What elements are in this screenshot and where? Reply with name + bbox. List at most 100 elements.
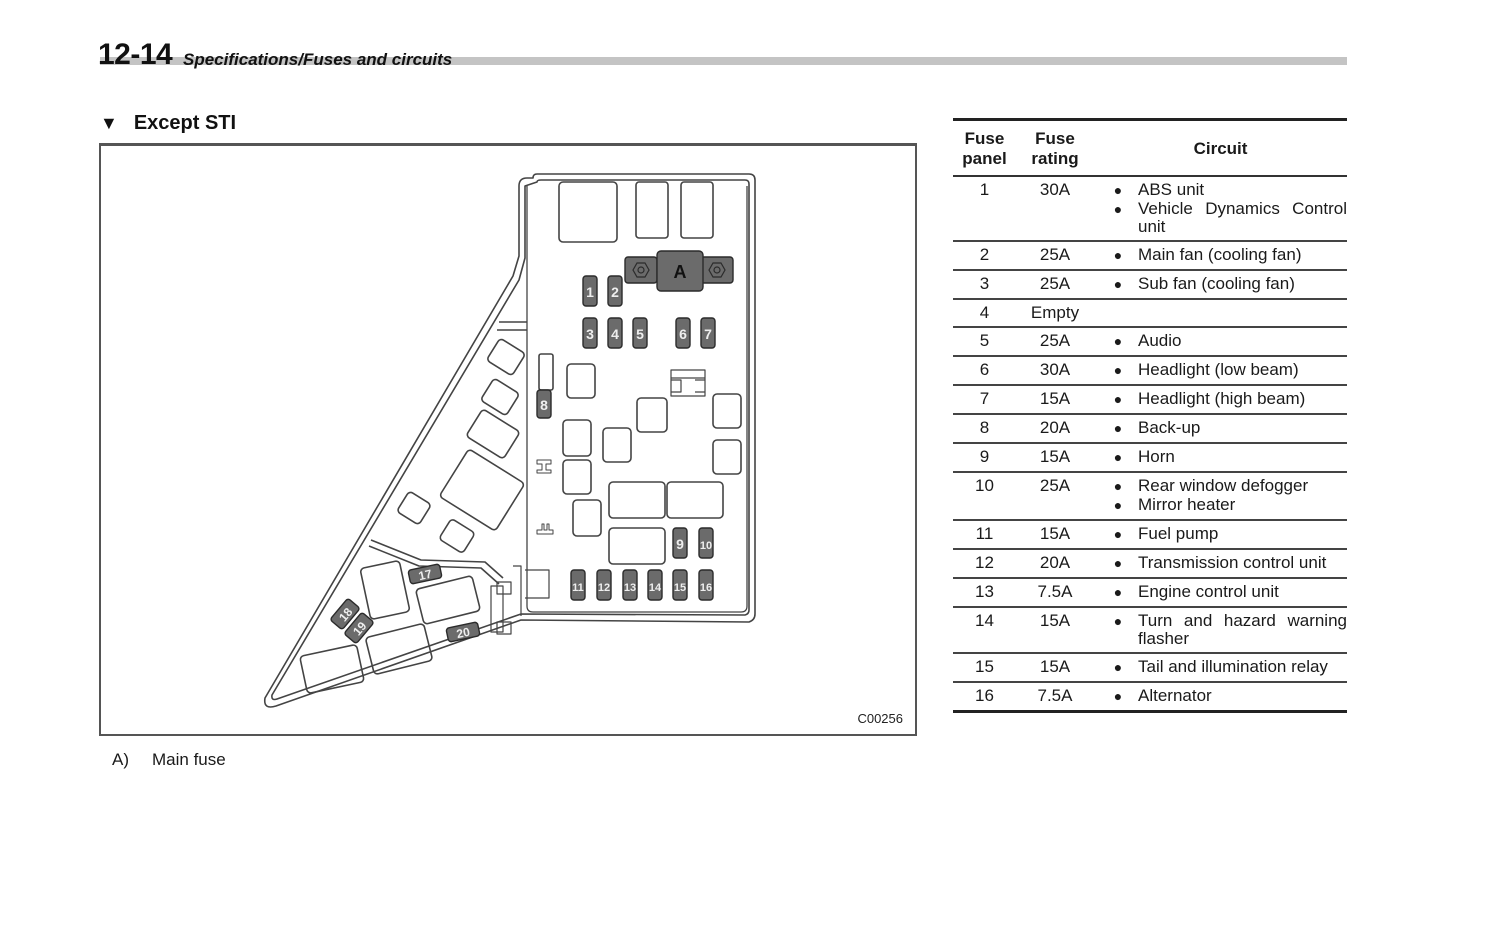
bullet-icon: ● [1113, 391, 1123, 407]
fuse-box-illustration: 1 2 3 4 5 6 7 8 9 10 11 12 13 14 15 16 1… [263, 173, 756, 708]
circuit-cell: ● Headlight (high beam) [1094, 385, 1347, 414]
circuit-text: Back-up [1138, 418, 1201, 437]
fuse-rating-cell: 7.5A [1037, 582, 1073, 601]
circuit-item: ● Horn [1094, 448, 1347, 467]
fuse-label-15: 15 [674, 582, 686, 594]
fuse-rating-cell: 15A [1039, 611, 1071, 630]
fuse-panel-cell: 5 [979, 331, 990, 350]
circuit-text: Main fan (cooling fan) [1138, 245, 1302, 264]
circuit-cell: ●Audio [1094, 327, 1347, 356]
circuit-cell: ●Rear window defogger●Mirror heater [1094, 472, 1347, 520]
circuit-item: ●Audio [1094, 332, 1347, 351]
fuse-panel-cell: 8 [979, 418, 990, 437]
fuse-panel-cell: 16 [975, 686, 994, 705]
circuit-text: ABS unit [1138, 180, 1205, 199]
fuse-rating-cell: 15A [1039, 657, 1071, 676]
fuse-label-13: 13 [624, 582, 636, 594]
fuse-panel-cell: 6 [979, 360, 990, 379]
circuit-cell: ●Back-up [1094, 414, 1347, 443]
fuse-rating-cell: 25A [1039, 476, 1071, 495]
fuse-panel-cell: 9 [979, 447, 990, 466]
fuse-rating-cell: 30A [1039, 360, 1071, 379]
circuit-cell: ● Horn [1094, 443, 1347, 472]
fuse-label-3: 3 [586, 326, 594, 342]
fuse-label-16: 16 [700, 582, 712, 594]
bullet-icon: ● [1113, 478, 1123, 494]
bullet-icon: ● [1113, 276, 1123, 292]
fuse-rating-cell: 15A [1039, 524, 1071, 543]
circuit-cell: ●Main fan (cooling fan) [1094, 241, 1347, 270]
fuse-rating-cell: 25A [1039, 245, 1071, 264]
circuit-item: ● Mirror heater [1094, 496, 1347, 515]
circuit-item: ●Vehicle Dynamics Control unit [1094, 200, 1347, 236]
fuse-panel-cell: 15 [975, 657, 994, 676]
triangle-down-icon: ▼ [100, 113, 118, 133]
circuit-item: ●Transmission control unit [1094, 554, 1347, 573]
circuit-text: Sub fan (cooling fan) [1138, 274, 1295, 293]
circuit-text: Engine control unit [1138, 582, 1279, 601]
fuse-label-7: 7 [704, 326, 712, 342]
fuse-label-4: 4 [611, 326, 619, 342]
circuit-item: ● Headlight (high beam) [1094, 390, 1347, 409]
fuse-label-5: 5 [636, 326, 644, 342]
circuit-text: Audio [1138, 331, 1182, 350]
circuit-text: Tail and illumination relay [1138, 657, 1328, 676]
circuit-text: Alternator [1138, 686, 1212, 705]
fuse-label-11: 11 [572, 582, 584, 594]
fuse-panel-cell: 1 [979, 180, 990, 199]
fuse-label-10: 10 [700, 540, 712, 552]
circuit-cell: ● Engine control unit [1094, 578, 1347, 607]
table-row: 5 25A ●Audio [953, 327, 1347, 356]
subheading: ▼ Except STI [100, 112, 236, 135]
fuse-rating-cell: 30A [1039, 180, 1071, 199]
bullet-icon: ● [1113, 449, 1123, 465]
bullet-icon: ● [1113, 688, 1123, 704]
circuit-text: Headlight (high beam) [1138, 389, 1306, 408]
table-row: 2 25A ●Main fan (cooling fan) [953, 241, 1347, 270]
fuse-panel-cell: 2 [979, 245, 990, 264]
legend-text: Main fuse [152, 750, 226, 769]
fuse-label-17: 17 [417, 567, 433, 584]
section-title: Specifications/Fuses and circuits [183, 50, 453, 69]
fuse-rating-cell: 20A [1039, 553, 1071, 572]
circuit-item: ●Fuel pump [1094, 525, 1347, 544]
fuse-rating-cell: 7.5A [1037, 686, 1073, 705]
fuse-label-1: 1 [586, 284, 594, 300]
bullet-icon: ● [1113, 362, 1123, 378]
subheading-title: Except STI [133, 112, 237, 134]
circuit-item: ● Sub fan (cooling fan) [1094, 275, 1347, 294]
circuit-text: Mirror heater [1138, 495, 1236, 514]
table-row: 6 30A ●Headlight (low beam) [953, 356, 1347, 385]
circuit-item: ● Alternator [1094, 687, 1347, 706]
header-circuit: Circuit [1193, 139, 1248, 158]
fuse-panel-cell: 3 [979, 274, 990, 293]
circuit-text: Vehicle Dynamics Control unit [1138, 199, 1347, 236]
circuit-item: ●Back-up [1094, 419, 1347, 438]
bullet-icon: ● [1113, 584, 1123, 600]
fuse-panel-cell: 10 [975, 476, 994, 495]
fuse-box-diagram: 1 2 3 4 5 6 7 8 9 10 11 12 13 14 15 16 1… [99, 143, 917, 736]
circuit-cell: ●Headlight (low beam) [1094, 356, 1347, 385]
circuit-cell [1094, 299, 1347, 327]
table-row: 16 7.5A ● Alternator [953, 682, 1347, 712]
circuit-text: Horn [1138, 447, 1175, 466]
bullet-icon: ● [1113, 497, 1123, 513]
fuse-label-2: 2 [611, 284, 619, 300]
diagram-legend: A)Main fuse [112, 750, 226, 770]
fuse-label-14: 14 [649, 582, 662, 594]
circuit-cell: ●Fuel pump [1094, 520, 1347, 549]
bullet-icon: ● [1113, 613, 1123, 629]
fuse-rating-cell: 25A [1039, 331, 1071, 350]
fuse-panel-cell: 14 [975, 611, 994, 630]
fuse-label-8: 8 [540, 397, 548, 413]
